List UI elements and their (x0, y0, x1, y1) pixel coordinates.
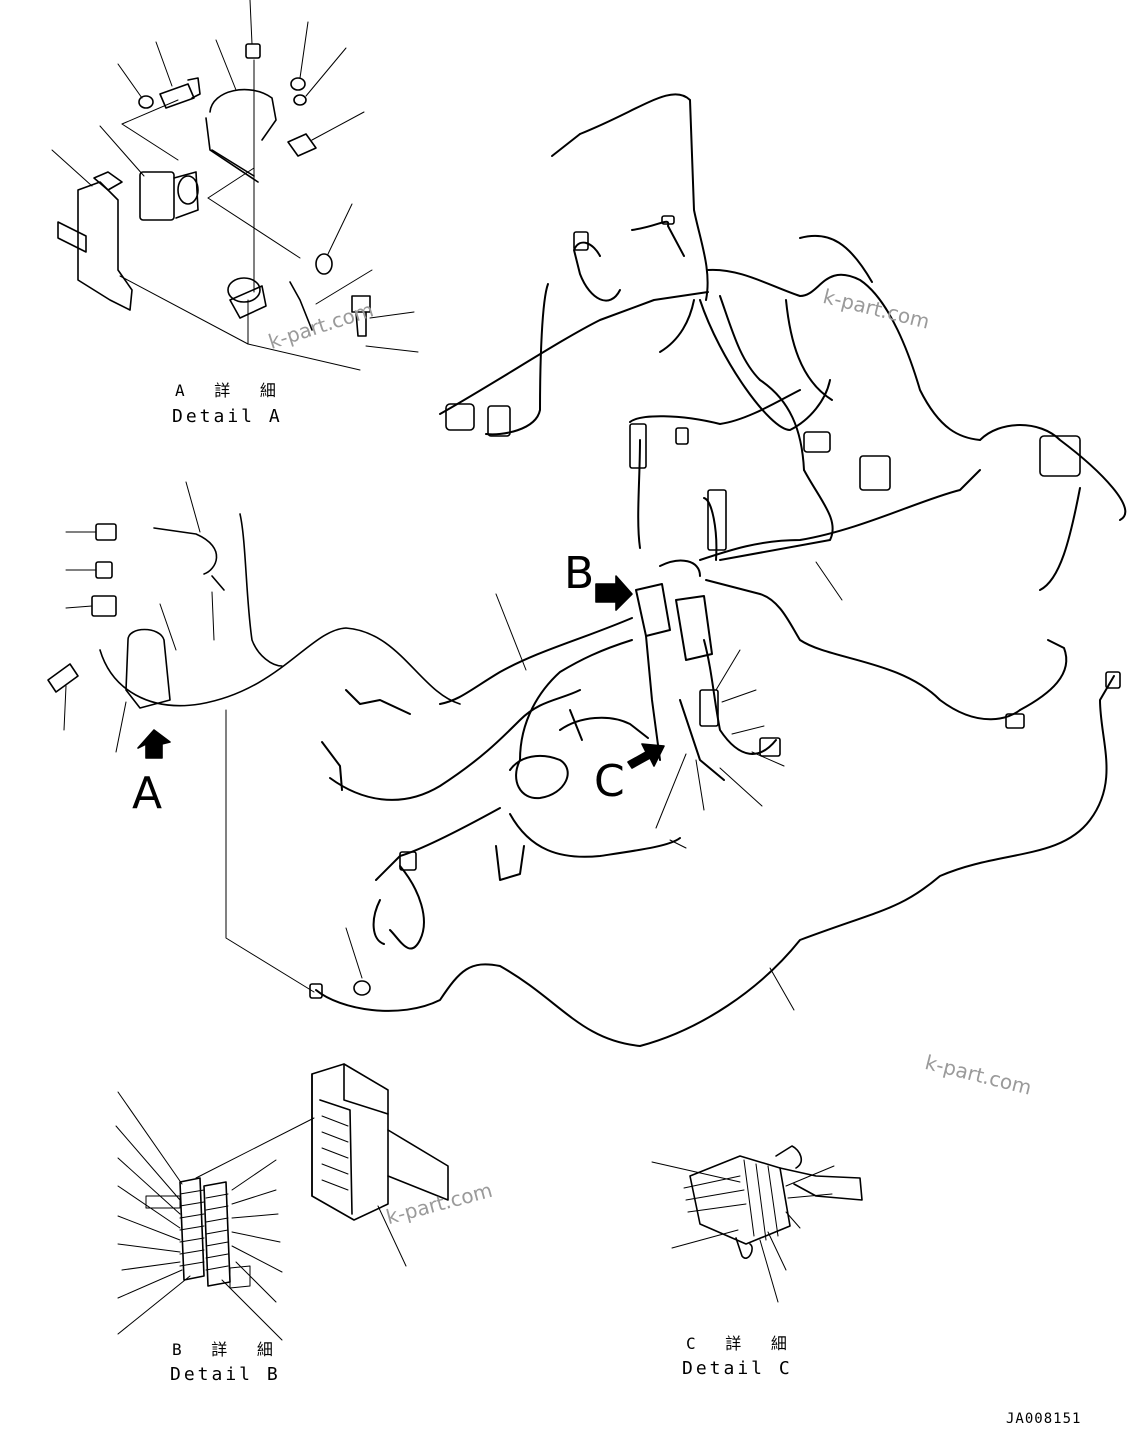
main-harness (315, 93, 1127, 1047)
detail-c-drawing (651, 1145, 863, 1303)
harness-connectors (309, 215, 1121, 999)
main-leader-lines (225, 561, 843, 1011)
detail-b-caption-en: Detail B (170, 1364, 281, 1385)
detail-a-drawing (51, 0, 419, 371)
drawing-number: JA008151 (1006, 1411, 1082, 1427)
detail-a-caption-jp: A 詳 細 (175, 381, 286, 400)
detail-c-caption-jp: C 詳 細 (686, 1334, 797, 1353)
detail-c-caption-en: Detail C (682, 1358, 793, 1379)
detail-b-drawing (115, 1063, 449, 1341)
callout-letter-c: C (594, 756, 625, 807)
callout-letter-b: B (564, 548, 595, 599)
left-relay-group (47, 481, 461, 753)
callout-arrow-a (137, 729, 171, 759)
detail-b-caption-jp: B 詳 細 (172, 1340, 283, 1359)
callout-arrow-b (595, 575, 633, 611)
callout-letter-a: A (132, 768, 163, 819)
detail-a-caption-en: Detail A (172, 406, 283, 427)
